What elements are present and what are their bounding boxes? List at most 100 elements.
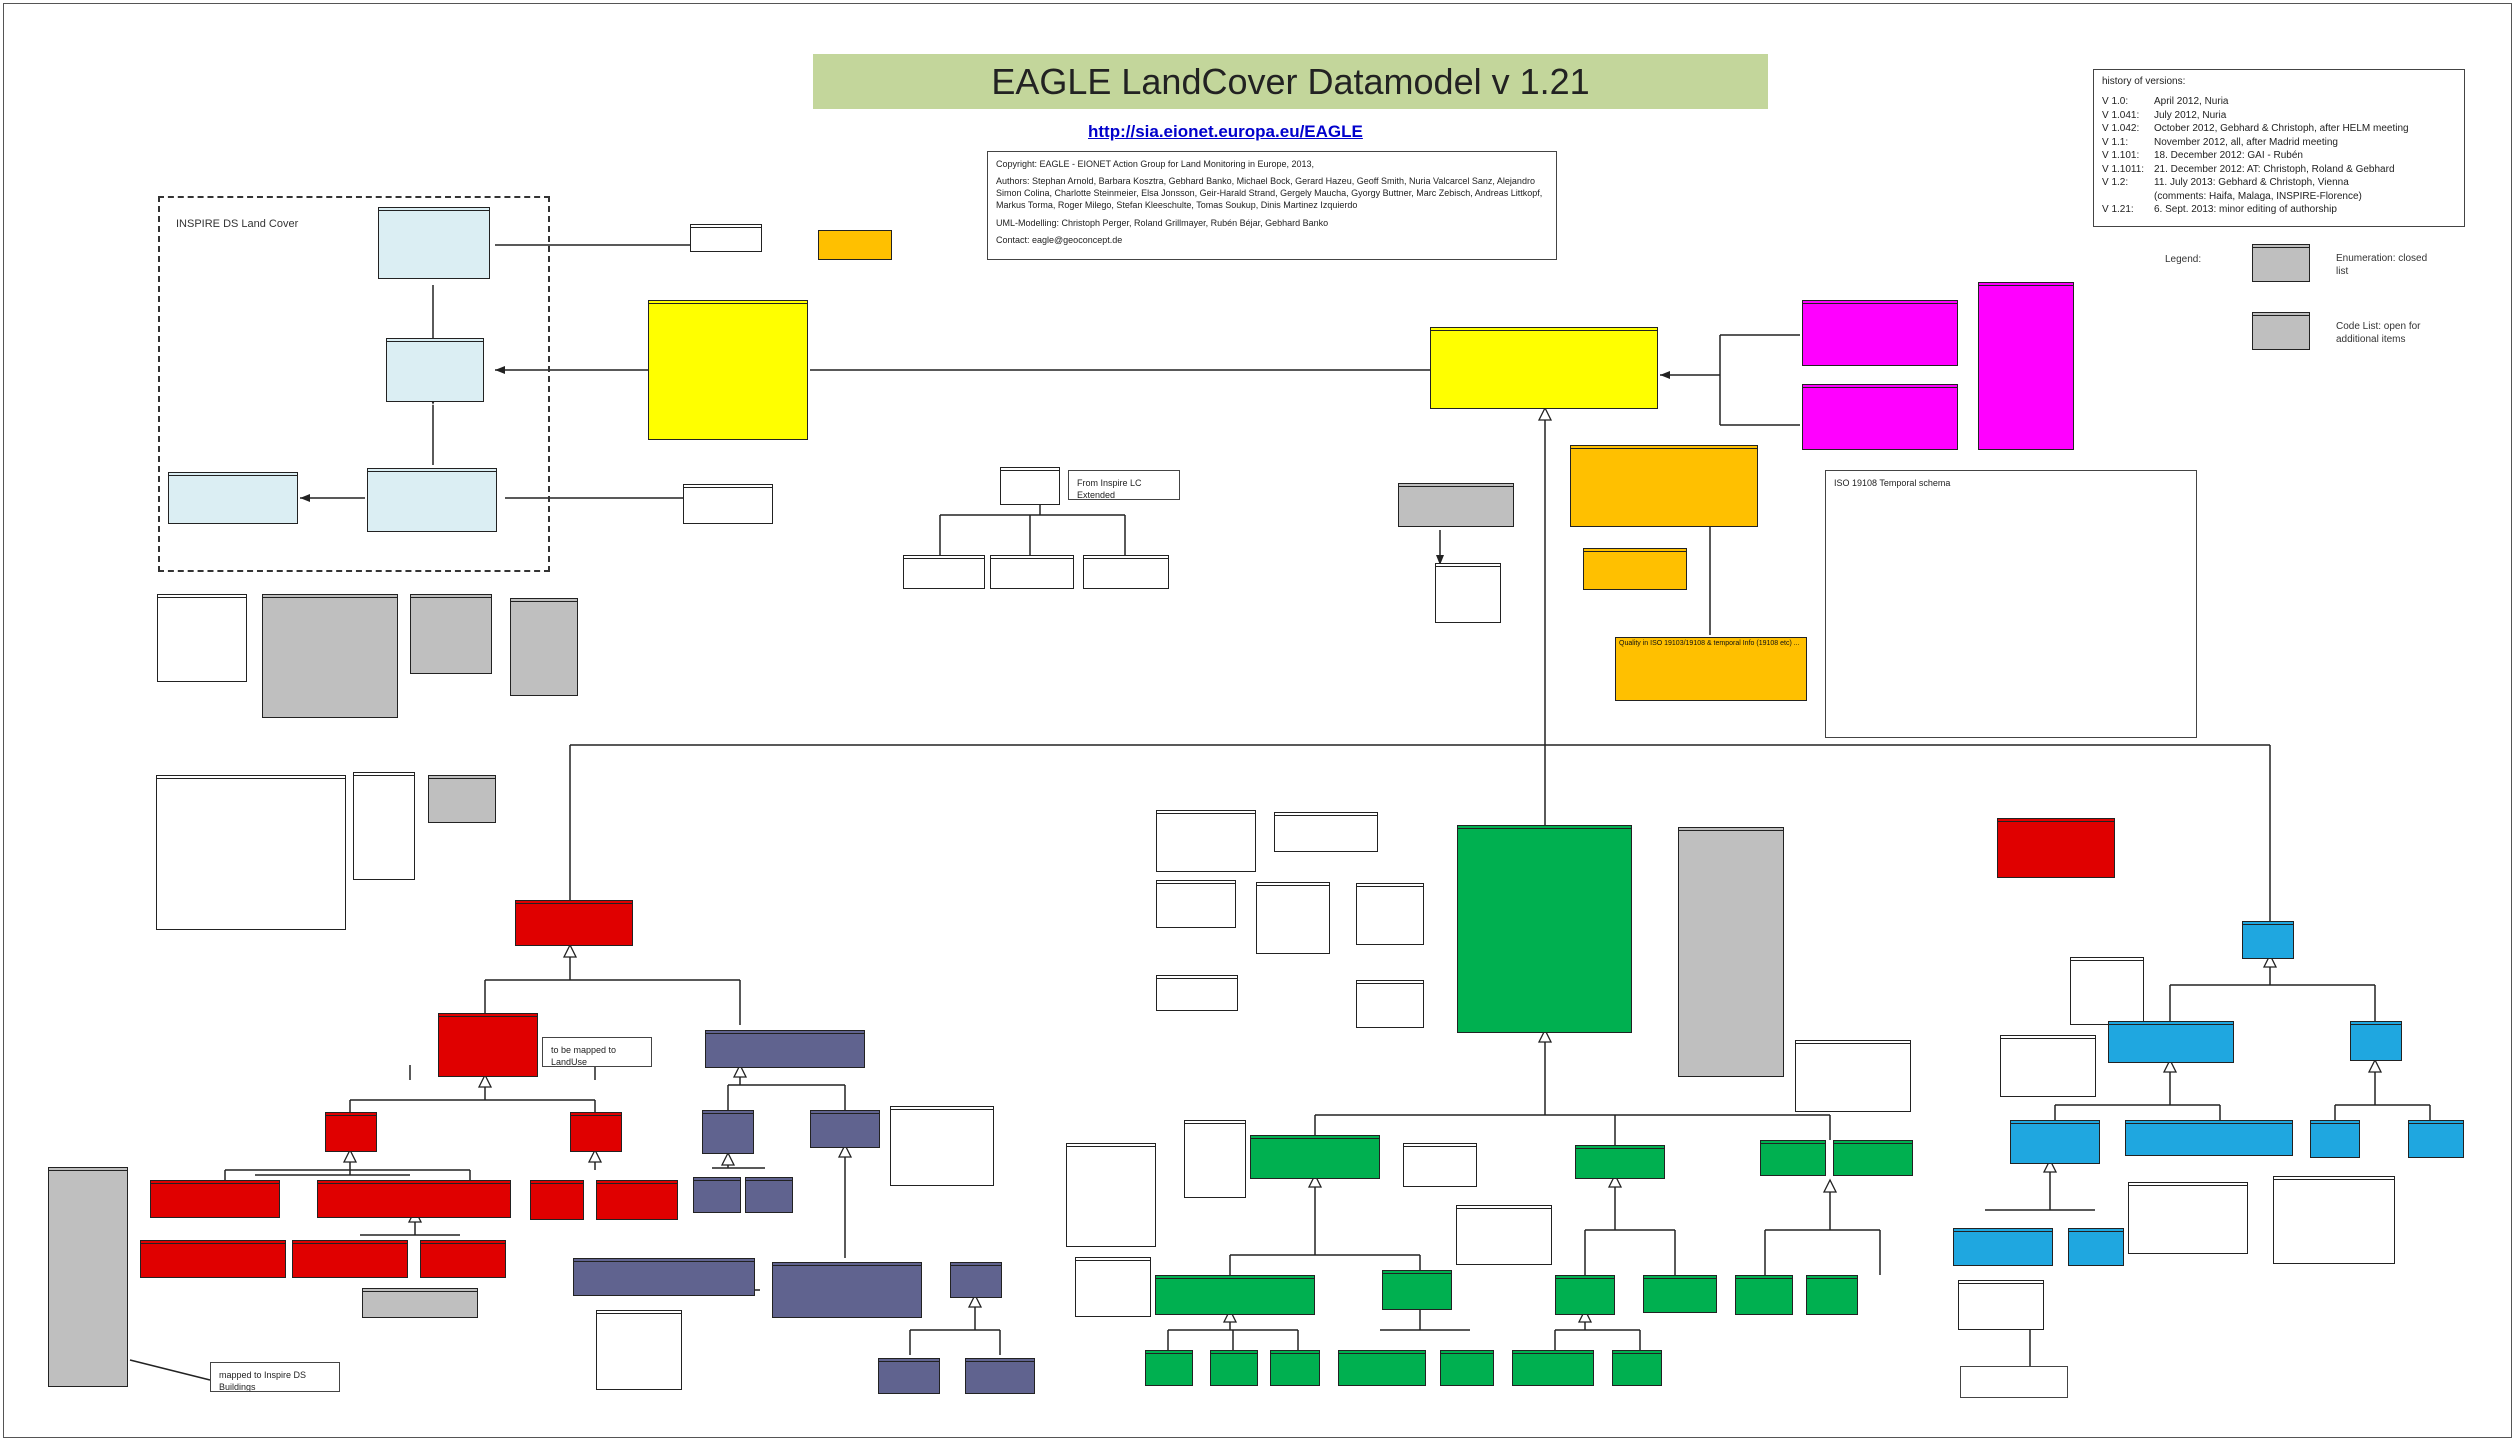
magenta-class[interactable] [1802, 384, 1958, 450]
bio-physical-class[interactable] [596, 1180, 678, 1220]
biotic-class[interactable] [1575, 1145, 1665, 1179]
biotic-class[interactable] [1250, 1135, 1380, 1179]
bio-physical-class[interactable] [420, 1240, 506, 1278]
characteristics-class[interactable] [1570, 445, 1758, 527]
enumeration-box[interactable] [1156, 810, 1256, 872]
bio-physical-class[interactable] [438, 1013, 538, 1077]
uml-class[interactable] [903, 555, 985, 589]
uml-class[interactable] [1083, 555, 1169, 589]
abiotic-class[interactable] [745, 1177, 793, 1213]
enumeration-box[interactable] [1184, 1120, 1246, 1198]
bio-physical-class[interactable] [1997, 818, 2115, 878]
inspire-class[interactable] [378, 207, 490, 279]
enumeration-box[interactable] [2273, 1176, 2395, 1264]
bio-physical-class[interactable] [150, 1180, 280, 1218]
enumeration-box[interactable] [1156, 975, 1238, 1011]
abiotic-class[interactable] [772, 1262, 922, 1318]
enumeration-box[interactable] [1678, 827, 1784, 1077]
enumeration-box[interactable] [1795, 1040, 1911, 1112]
enumeration-box[interactable] [362, 1288, 478, 1318]
uml-class[interactable] [1000, 467, 1060, 505]
water-class[interactable] [2108, 1021, 2234, 1063]
landcover-unit-class[interactable] [648, 300, 808, 440]
enumeration-box[interactable] [2000, 1035, 2096, 1097]
bio-physical-class[interactable] [140, 1240, 286, 1278]
enumeration-box[interactable] [353, 772, 415, 880]
water-class[interactable] [2310, 1120, 2360, 1158]
enumeration-box[interactable] [2070, 957, 2144, 1025]
abiotic-class[interactable] [702, 1110, 754, 1154]
biotic-class[interactable] [1457, 825, 1632, 1033]
enumeration-box[interactable] [156, 775, 346, 930]
biotic-class[interactable] [1145, 1350, 1193, 1386]
enumeration-box[interactable] [1156, 880, 1236, 928]
inspire-class[interactable] [386, 338, 484, 402]
enumeration-box[interactable] [1075, 1257, 1151, 1317]
enumeration-box[interactable] [1066, 1143, 1156, 1247]
water-class[interactable] [2350, 1021, 2402, 1061]
biotic-class[interactable] [1155, 1275, 1315, 1315]
biotic-class[interactable] [1735, 1275, 1793, 1315]
landcover-component-class[interactable] [1430, 327, 1658, 409]
water-class[interactable] [2125, 1120, 2293, 1156]
biotic-class[interactable] [1512, 1350, 1594, 1386]
enumeration-box[interactable] [1356, 883, 1424, 945]
enumeration-box[interactable] [157, 594, 247, 682]
magenta-class[interactable] [1978, 282, 2074, 450]
water-class[interactable] [2010, 1120, 2100, 1164]
enumeration-box[interactable] [1435, 563, 1501, 623]
biotic-class[interactable] [1612, 1350, 1662, 1386]
abiotic-class[interactable] [878, 1358, 940, 1394]
enumeration-box[interactable] [1958, 1280, 2044, 1330]
biotic-class[interactable] [1555, 1275, 1615, 1315]
biotic-class[interactable] [1210, 1350, 1258, 1386]
biotic-class[interactable] [1833, 1140, 1913, 1176]
enumeration-box[interactable] [262, 594, 398, 718]
enumeration-box[interactable] [1356, 980, 1424, 1028]
abiotic-class[interactable] [810, 1110, 880, 1148]
uml-class[interactable] [990, 555, 1074, 589]
eagle-link[interactable]: http://sia.eionet.europa.eu/EAGLE [1088, 122, 1363, 141]
water-class[interactable] [2242, 921, 2294, 959]
enumeration-box[interactable] [2128, 1182, 2248, 1254]
bio-physical-class[interactable] [530, 1180, 584, 1220]
bio-physical-class[interactable] [325, 1112, 377, 1152]
abiotic-class[interactable] [693, 1177, 741, 1213]
magenta-class[interactable] [1802, 300, 1958, 366]
abiotic-class[interactable] [950, 1262, 1002, 1298]
enumeration-box[interactable] [890, 1106, 994, 1186]
enumeration-box[interactable] [410, 594, 492, 674]
bio-physical-class[interactable] [317, 1180, 511, 1218]
abiotic-class[interactable] [965, 1358, 1035, 1394]
enumeration-box[interactable] [1456, 1205, 1552, 1265]
inspire-class[interactable] [168, 472, 298, 524]
enumeration-box[interactable] [596, 1310, 682, 1390]
bio-physical-class[interactable] [515, 900, 633, 946]
bio-physical-class[interactable] [570, 1112, 622, 1152]
water-class[interactable] [1953, 1228, 2053, 1266]
biotic-class[interactable] [1338, 1350, 1426, 1386]
enumeration-box[interactable] [48, 1167, 128, 1387]
water-class[interactable] [2408, 1120, 2464, 1158]
abiotic-class[interactable] [573, 1258, 755, 1296]
inspire-class[interactable] [367, 468, 497, 532]
bio-physical-class[interactable] [292, 1240, 408, 1278]
abiotic-class[interactable] [705, 1030, 865, 1068]
enumeration-box[interactable] [428, 775, 496, 823]
biotic-class[interactable] [1440, 1350, 1494, 1386]
biotic-class[interactable] [1643, 1275, 1717, 1313]
enumeration-box[interactable] [1403, 1143, 1477, 1187]
package-label: INSPIRE DS Land Cover [176, 218, 299, 230]
biotic-class[interactable] [1270, 1350, 1320, 1386]
enumeration-box[interactable] [1274, 812, 1378, 852]
biotic-class[interactable] [1806, 1275, 1858, 1315]
enumeration-box[interactable] [510, 598, 578, 696]
enumeration-box[interactable] [1256, 882, 1330, 954]
uml-class[interactable] [683, 484, 773, 524]
enumeration-box[interactable] [1398, 483, 1514, 527]
water-class[interactable] [2068, 1228, 2124, 1266]
biotic-class[interactable] [1382, 1270, 1452, 1310]
biotic-class[interactable] [1760, 1140, 1826, 1176]
characteristics-class[interactable] [1583, 548, 1687, 590]
uml-class[interactable] [690, 224, 762, 252]
